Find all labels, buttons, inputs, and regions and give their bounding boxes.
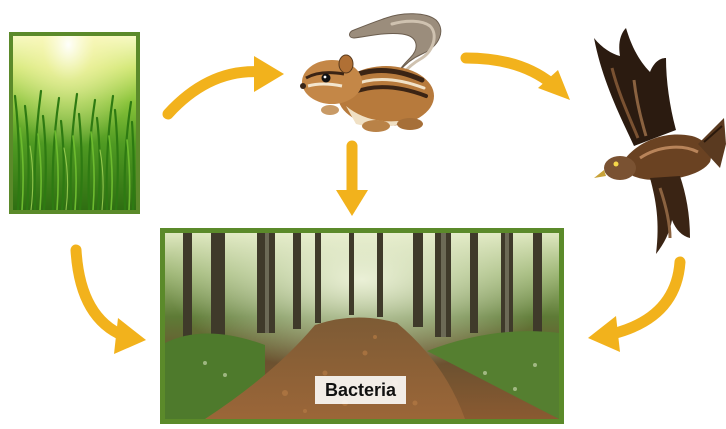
arrow-chipmunk-to-bacteria bbox=[336, 146, 368, 216]
arrow-grass-to-bacteria bbox=[76, 250, 146, 354]
arrow-grass-to-chipmunk bbox=[168, 56, 284, 114]
arrow-hawk-to-bacteria bbox=[588, 262, 680, 352]
arrow-chipmunk-to-hawk bbox=[466, 58, 570, 100]
